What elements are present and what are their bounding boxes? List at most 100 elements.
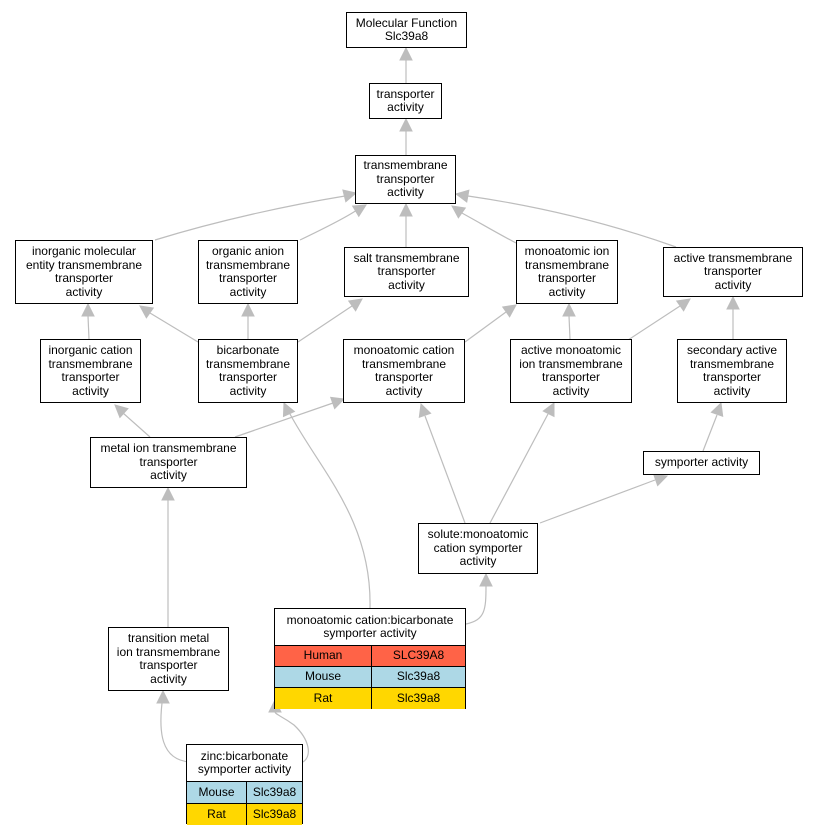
node-label: transporter: [374, 370, 434, 384]
node-label: symporter activity: [197, 762, 292, 776]
edge-line: [459, 211, 517, 244]
node-label: transmembrane: [524, 257, 610, 272]
edge-arrowhead: [710, 401, 724, 418]
node-monoatomic-cation[interactable]: monoatomic cation transmembrane transpor…: [343, 339, 465, 403]
node-label: bicarbonate: [216, 343, 280, 357]
node-label: transporter: [702, 370, 762, 384]
node-zinc-bicarbonate-symporter[interactable]: zinc:bicarbonate symporter activity Mous…: [186, 744, 303, 825]
node-solute-symporter[interactable]: solute:monoatomic cation symporter activ…: [418, 523, 538, 574]
node-label: zinc:bicarbonate: [200, 748, 289, 763]
edge-arrowhead: [351, 204, 367, 218]
node-label: transporter: [541, 370, 601, 384]
gene-cell[interactable]: Slc39a8: [246, 804, 302, 825]
edge-line: [122, 412, 151, 438]
edge-arrowhead: [562, 302, 576, 317]
edge-arrowhead: [282, 401, 296, 418]
node-label: transporter: [376, 86, 435, 101]
edge-line: [489, 413, 549, 524]
species-cell: Mouse: [198, 784, 235, 799]
node-label: transporter: [218, 271, 278, 285]
node-inorganic-cation[interactable]: inorganic cation transmembrane transport…: [40, 339, 141, 403]
edge-line: [424, 415, 466, 524]
node-label: transporter: [54, 271, 114, 285]
node-label: activity: [229, 284, 267, 299]
gene-row: Human SLC39A8: [275, 645, 465, 666]
edge-line: [274, 711, 309, 763]
gene-cell[interactable]: SLC39A8: [371, 646, 465, 666]
node-label: monoatomic cation:bicarbonate: [286, 612, 454, 627]
gene-cell[interactable]: Slc39a8: [371, 667, 465, 687]
node-label: transmembrane: [205, 257, 291, 272]
node-metal-ion[interactable]: metal ion transmembrane transporter acti…: [90, 437, 247, 488]
gene-row: Rat Slc39a8: [187, 803, 302, 825]
node-label: ion transmembrane: [116, 644, 221, 659]
species-cell: Human: [303, 648, 343, 663]
edge-arrowhead: [454, 189, 470, 203]
edge-arrowhead: [114, 404, 129, 419]
edge-arrowhead: [399, 46, 413, 61]
node-label: transmembrane: [689, 356, 775, 371]
node-label: activity: [150, 468, 187, 483]
node-label: active monoatomic: [520, 343, 622, 357]
node-label: activity: [459, 554, 497, 569]
node-transmembrane-transporter-activity[interactable]: transmembrane transporter activity: [355, 155, 456, 204]
edge-line: [160, 702, 191, 763]
node-label: transporter: [61, 370, 120, 384]
node-label: solute:monoatomic: [427, 527, 529, 542]
edge-arrowhead: [156, 689, 170, 704]
node-organic-anion[interactable]: organic anion transmembrane transporter …: [198, 240, 298, 304]
edge-line: [702, 414, 718, 452]
node-bicarbonate-transmembrane[interactable]: bicarbonate transmembrane transporter ac…: [198, 339, 298, 403]
edge-layer: [81, 46, 740, 763]
gene-cell[interactable]: Slc39a8: [371, 688, 465, 709]
edge-line: [464, 311, 507, 343]
node-secondary-active[interactable]: secondary active transmembrane transport…: [677, 339, 787, 403]
species-cell: Rat: [207, 806, 226, 821]
node-label: Slc39a8: [384, 29, 429, 43]
node-inorganic-molecular-entity[interactable]: inorganic molecular entity transmembrane…: [15, 240, 153, 304]
node-label: activity: [714, 277, 752, 292]
node-title: zinc:bicarbonate symporter activity: [187, 745, 302, 781]
node-label: metal ion transmembrane: [100, 441, 237, 456]
node-label: monoatomic ion: [524, 244, 610, 258]
edge-arrowhead: [399, 117, 413, 132]
node-cation-bicarbonate-symporter[interactable]: monoatomic cation:bicarbonate symporter …: [274, 608, 466, 709]
edge-line: [234, 402, 334, 438]
edge-line: [539, 479, 656, 524]
edge-arrowhead: [675, 298, 691, 312]
node-active-monoatomic-ion[interactable]: active monoatomic ion transmembrane tran…: [510, 339, 632, 403]
node-label: Molecular Function: [355, 15, 458, 30]
node-label: transmembrane: [205, 356, 291, 371]
edge-line: [568, 315, 571, 340]
node-label: active transmembrane: [673, 250, 793, 265]
node-label: secondary active: [686, 343, 778, 357]
edge-line: [299, 209, 358, 241]
node-symporter-activity[interactable]: symporter activity: [643, 451, 760, 475]
node-transition-metal[interactable]: transition metal ion transmembrane trans…: [108, 627, 229, 691]
edge-line: [624, 305, 681, 343]
edge-arrowhead: [81, 302, 95, 317]
node-title: monoatomic cation:bicarbonate symporter …: [275, 609, 465, 645]
node-active-transmembrane[interactable]: active transmembrane transporter activit…: [663, 247, 803, 297]
node-label: activity: [229, 383, 267, 398]
gene-cell[interactable]: Slc39a8: [246, 782, 302, 803]
node-label: transmembrane: [361, 356, 447, 371]
node-monoatomic-ion[interactable]: monoatomic ion transmembrane transporter…: [516, 240, 618, 304]
node-label: transporter: [139, 454, 198, 469]
edge-line: [465, 585, 487, 625]
node-label: activity: [387, 100, 424, 114]
edge-arrowhead: [501, 304, 517, 318]
node-molecular-function[interactable]: Molecular Function Slc39a8: [346, 12, 467, 48]
node-label: transmembrane: [48, 356, 133, 371]
edge-line: [87, 315, 90, 340]
node-label: transporter: [218, 370, 278, 384]
node-transporter-activity[interactable]: transporter activity: [369, 83, 442, 119]
species-cell: Rat: [313, 690, 333, 705]
gene-row: Rat Slc39a8: [275, 687, 465, 709]
node-label: cation symporter: [433, 540, 523, 555]
node-label: transporter: [703, 264, 763, 279]
edge-line: [467, 195, 677, 248]
node-label: symporter activity: [654, 455, 749, 470]
node-label: symporter activity: [323, 626, 417, 640]
node-salt-transmembrane[interactable]: salt transmembrane transporter activity: [344, 247, 469, 297]
